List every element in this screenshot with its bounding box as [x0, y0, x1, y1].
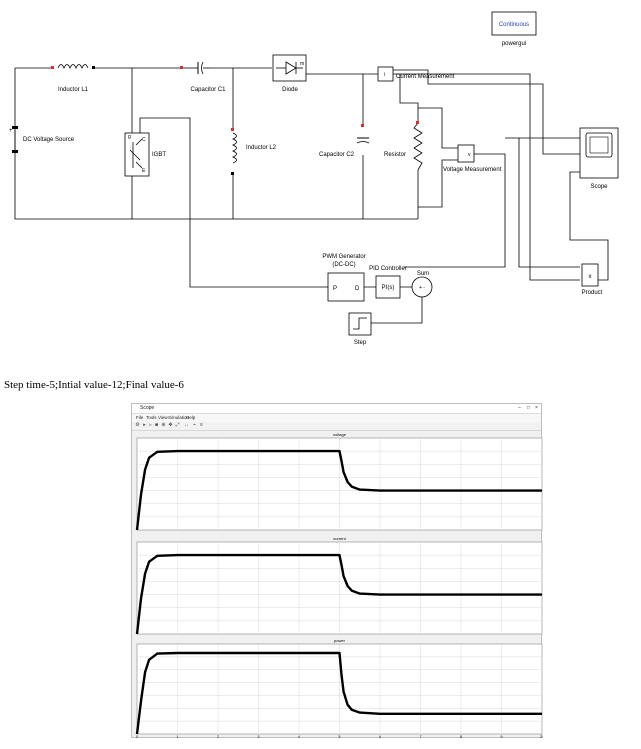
- diode-port-m: m: [300, 61, 304, 67]
- plot-title-2: power: [334, 638, 346, 643]
- xtick-label-6: 6: [379, 735, 381, 739]
- pwm-generator-block[interactable]: P D PWM Generator (DC-DC): [322, 254, 366, 302]
- pwm-subtitle: (DC-DC): [332, 262, 355, 268]
- simulation-caption: Step time-5;Intial value-12;Final value-…: [4, 379, 184, 391]
- trigger-icon[interactable]: ⌁: [192, 422, 196, 428]
- pid-expr: PI(s): [382, 285, 395, 291]
- inductor-l1-block[interactable]: Inductor L1: [51, 64, 95, 94]
- scope-menubar: File Tools View Simulation Help: [132, 414, 541, 422]
- scope-titlebar: Scope – □ ×: [132, 404, 541, 414]
- menu-file[interactable]: File: [136, 415, 144, 420]
- powergui-label: powergui: [502, 41, 526, 47]
- scope-label: Scope: [590, 184, 608, 190]
- xtick-label-10: 10: [540, 735, 543, 739]
- diode-label: Diode: [282, 87, 298, 93]
- diode-block[interactable]: m Diode: [272, 54, 307, 93]
- cursor-icon[interactable]: ↔: [184, 422, 189, 428]
- voltage-measurement-label: Voltage Measurement: [443, 167, 502, 173]
- resistor-block[interactable]: Resistor: [384, 121, 419, 158]
- current-meas-port: i: [384, 72, 385, 78]
- igbt-block[interactable]: g C E IGBT: [124, 132, 166, 177]
- xtick-label-7: 7: [420, 735, 422, 739]
- stop-icon[interactable]: ■: [154, 422, 159, 428]
- menu-help[interactable]: Help: [186, 415, 196, 420]
- xtick-label-1: 1: [177, 735, 179, 739]
- trace-2-0: [135, 651, 542, 735]
- plot-title-0: voltage: [333, 432, 347, 437]
- capacitor-c1-label: Capacitor C1: [190, 87, 226, 93]
- inductor-l1-label: Inductor L1: [58, 87, 89, 93]
- sum-block[interactable]: + - Sum: [411, 271, 433, 298]
- pwm-port-p: P: [333, 286, 337, 292]
- menu-view[interactable]: View: [158, 415, 168, 420]
- capacitor-c2-label: Capacitor C2: [319, 152, 355, 158]
- step-label: Step: [354, 340, 367, 346]
- pwm-label: PWM Generator: [322, 254, 365, 260]
- inductor-l2-block[interactable]: Inductor L2: [231, 128, 277, 175]
- sum-signs: + -: [419, 285, 425, 291]
- capacitor-c1-block[interactable]: Capacitor C1: [180, 61, 226, 93]
- igbt-pin-e: E: [142, 168, 146, 174]
- step-block[interactable]: Step: [348, 312, 372, 346]
- dc-source-plus: +: [9, 128, 13, 134]
- dc-voltage-source-block[interactable]: + DC Voltage Source: [9, 126, 75, 153]
- dc-source-label: DC Voltage Source: [23, 137, 75, 143]
- igbt-pin-g: g: [128, 134, 131, 140]
- scope-window-title: Scope: [140, 405, 155, 411]
- minimize-button[interactable]: –: [518, 405, 521, 411]
- current-measurement-label: Current Measurement: [396, 74, 455, 80]
- simulink-diagram: Continuous powergui + DC Voltage Source …: [9, 11, 619, 346]
- menu-tools[interactable]: Tools: [146, 415, 157, 420]
- settings-icon[interactable]: ⚙: [135, 422, 140, 428]
- xtick-label-8: 8: [460, 735, 462, 739]
- sum-label: Sum: [417, 271, 429, 277]
- resistor-label: Resistor: [384, 152, 406, 158]
- run-icon[interactable]: ▸: [143, 422, 146, 428]
- maximize-button[interactable]: □: [527, 405, 531, 411]
- scope-block[interactable]: Scope: [579, 127, 619, 190]
- trace-0-0: [135, 449, 542, 531]
- powergui-block[interactable]: Continuous powergui: [491, 11, 537, 47]
- plot-title-1: current: [333, 536, 346, 541]
- pwm-port-d: D: [355, 286, 360, 292]
- measure-icon[interactable]: ≡: [200, 422, 203, 428]
- pid-controller-block[interactable]: PI(s) PID Controller: [369, 266, 407, 299]
- scope-toolbar: ⚙ ▸ ▹ ■ ⊕ ✥ ⤢ ↔ ⌁ ≡: [132, 422, 541, 431]
- voltage-meas-port: v: [468, 152, 471, 158]
- inductor-l2-label: Inductor L2: [246, 145, 277, 151]
- capacitor-c2-block[interactable]: Capacitor C2: [319, 124, 370, 158]
- step-icon[interactable]: ▹: [149, 422, 152, 428]
- product-block[interactable]: x Product: [581, 263, 603, 296]
- igbt-label: IGBT: [152, 152, 166, 158]
- circuit-wires: [14, 67, 609, 324]
- xtick-label-5: 5: [339, 735, 341, 739]
- xtick-label-9: 9: [501, 735, 503, 739]
- trace-1-0: [135, 553, 542, 635]
- powergui-mode: Continuous: [499, 22, 529, 28]
- igbt-pin-c: C: [142, 137, 146, 143]
- xtick-label-4: 4: [298, 735, 300, 739]
- pid-label: PID Controller: [369, 266, 407, 272]
- xtick-label-0: 0: [136, 735, 138, 739]
- scope-window: Scope – □ × File Tools View Simulation H…: [131, 403, 543, 739]
- pan-icon[interactable]: ✥: [168, 422, 173, 428]
- product-label: Product: [582, 290, 603, 296]
- menu-simulation[interactable]: Simulation: [168, 415, 190, 420]
- voltage-measurement-block[interactable]: v Voltage Measurement: [443, 144, 502, 173]
- current-measurement-block[interactable]: i Current Measurement: [377, 66, 455, 82]
- xtick-label-3: 3: [258, 735, 260, 739]
- close-button[interactable]: ×: [535, 405, 538, 411]
- autoscale-icon[interactable]: ⤢: [175, 422, 180, 428]
- scope-plots: voltage current power 0 1 2 3 4 5 6 7 8 9 10: [135, 432, 543, 739]
- xtick-label-2: 2: [217, 735, 219, 739]
- product-symbol: x: [589, 274, 592, 280]
- zoom-icon[interactable]: ⊕: [161, 422, 166, 428]
